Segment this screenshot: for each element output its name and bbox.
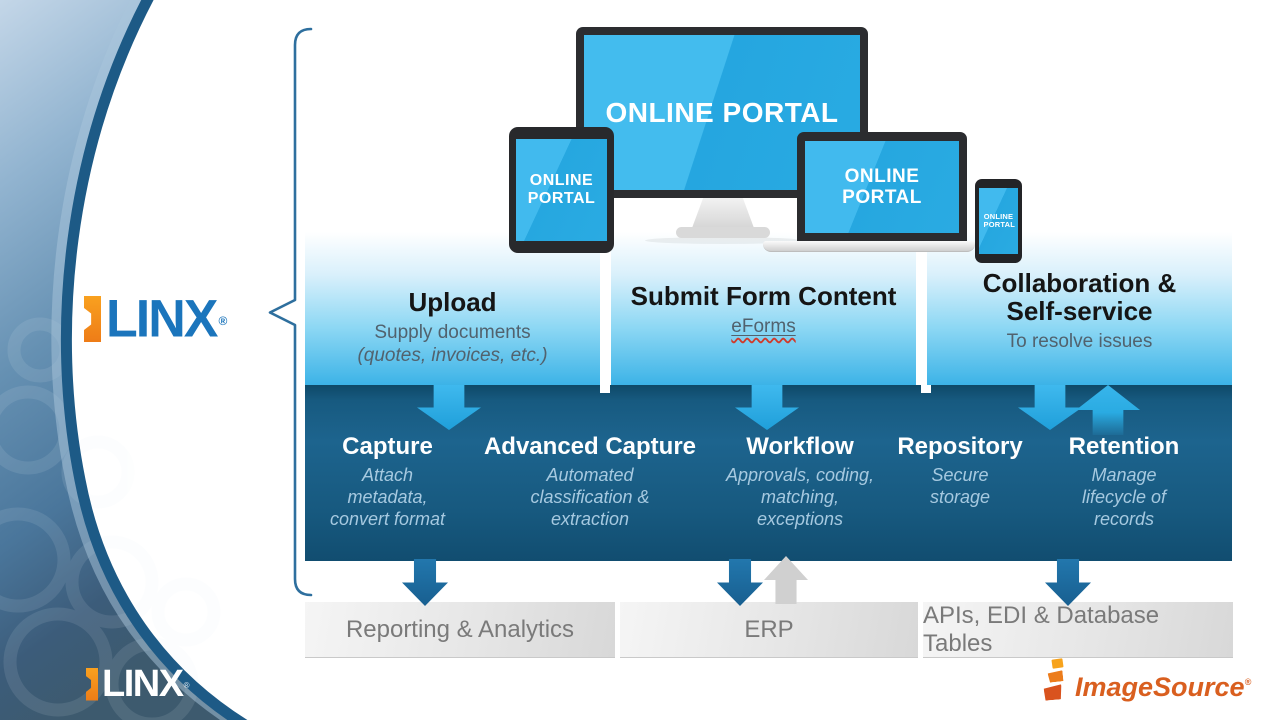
repository-column: Repository Secure storage bbox=[885, 433, 1035, 509]
ilinx-ibeam-icon bbox=[84, 296, 101, 342]
laptop-screen-label: ONLINE PORTAL bbox=[842, 165, 922, 208]
laptop-device: ONLINE PORTAL bbox=[797, 132, 967, 242]
upload-title: Upload bbox=[408, 287, 497, 317]
tablet-screen: ONLINE PORTAL bbox=[516, 139, 607, 241]
erp-bar: ERP bbox=[620, 602, 918, 658]
panel-submit-form: Submit Form Content eForms bbox=[611, 232, 916, 385]
workflow-subtitle: Approvals, coding, matching, exceptions bbox=[725, 465, 875, 530]
reporting-analytics-label: Reporting & Analytics bbox=[345, 615, 575, 643]
apis-edi-database-bar: APIs, EDI & Database Tables bbox=[923, 602, 1233, 658]
registered-mark: ® bbox=[183, 680, 190, 690]
panel-collaboration: Collaboration & Self-service To resolve … bbox=[927, 232, 1232, 385]
panel-upload: Upload Supply documents (quotes, invoice… bbox=[305, 232, 600, 385]
workflow-title: Workflow bbox=[746, 433, 854, 460]
phone-screen: ONLINE PORTAL bbox=[979, 188, 1018, 254]
workflow-column: Workflow Approvals, coding, matching, ex… bbox=[710, 433, 890, 531]
advanced-capture-title: Advanced Capture bbox=[483, 433, 697, 460]
monitor-device: ONLINE PORTAL bbox=[576, 27, 868, 198]
retention-column: Retention Manage lifecycle of records bbox=[1040, 433, 1208, 531]
retention-title: Retention bbox=[1068, 433, 1180, 460]
monitor-screen-label: ONLINE PORTAL bbox=[605, 96, 839, 128]
erp-label: ERP bbox=[744, 615, 794, 643]
collaboration-subtitle: To resolve issues bbox=[1006, 331, 1153, 353]
tablet-screen-label: ONLINE PORTAL bbox=[527, 172, 596, 207]
monitor-stand-neck bbox=[692, 198, 754, 228]
repository-subtitle: Secure storage bbox=[929, 465, 991, 508]
imagesource-logo: ImageSource® bbox=[1043, 658, 1252, 702]
capture-subtitle: Attach metadata, convert format bbox=[329, 465, 446, 530]
phone-device: ONLINE PORTAL bbox=[975, 179, 1022, 263]
ilinx-logo-text: LINX bbox=[106, 289, 218, 349]
apis-down-arrow-icon bbox=[1045, 559, 1091, 606]
laptop-base bbox=[763, 241, 975, 252]
monitor-screen: ONLINE PORTAL bbox=[584, 35, 860, 190]
submit-form-title: Submit Form Content bbox=[630, 281, 897, 311]
imagesource-logo-text: ImageSource® bbox=[1075, 672, 1252, 702]
registered-mark: ® bbox=[1244, 677, 1252, 687]
capture-title: Capture bbox=[342, 433, 433, 460]
advanced-capture-subtitle: Automated classification & extraction bbox=[530, 465, 650, 530]
erp-down-arrow-icon bbox=[717, 559, 763, 606]
repository-title: Repository bbox=[897, 433, 1023, 460]
ilinx-footer-logo: LINX ® bbox=[86, 663, 190, 705]
left-swoosh-decoration bbox=[0, 0, 248, 720]
monitor-stand-base bbox=[676, 227, 770, 238]
reporting-down-arrow-icon bbox=[402, 559, 448, 606]
apis-edi-database-label: APIs, EDI & Database Tables bbox=[923, 601, 1160, 657]
retention-subtitle: Manage lifecycle of records bbox=[1081, 465, 1167, 530]
advanced-capture-column: Advanced Capture Automated classificatio… bbox=[480, 433, 700, 531]
brace-bracket bbox=[268, 27, 313, 597]
upload-note: (quotes, invoices, etc.) bbox=[357, 344, 548, 366]
separator-notch bbox=[921, 385, 931, 393]
phone-screen-label: ONLINE PORTAL bbox=[983, 211, 1015, 229]
eforms-link[interactable]: eForms bbox=[731, 316, 796, 338]
ilinx-logo: LINX ® bbox=[84, 289, 228, 349]
imagesource-beacon-icon bbox=[1043, 658, 1067, 701]
ilinx-ibeam-icon bbox=[86, 667, 98, 701]
collaboration-title: Collaboration & Self-service bbox=[982, 268, 1177, 327]
tablet-device: ONLINE PORTAL bbox=[509, 127, 614, 253]
registered-mark: ® bbox=[218, 314, 228, 328]
erp-up-arrow-icon bbox=[764, 556, 808, 604]
upload-subtitle: Supply documents bbox=[374, 322, 531, 344]
ilinx-footer-logo-text: LINX bbox=[102, 663, 184, 705]
reporting-analytics-bar: Reporting & Analytics bbox=[305, 602, 615, 658]
separator-notch bbox=[600, 385, 610, 393]
laptop-screen: ONLINE PORTAL bbox=[805, 141, 959, 233]
bottom-row: Reporting & Analytics ERP APIs, EDI & Da… bbox=[305, 602, 1233, 658]
capture-column: Capture Attach metadata, convert format bbox=[305, 433, 470, 531]
top-row: Upload Supply documents (quotes, invoice… bbox=[305, 232, 1232, 385]
